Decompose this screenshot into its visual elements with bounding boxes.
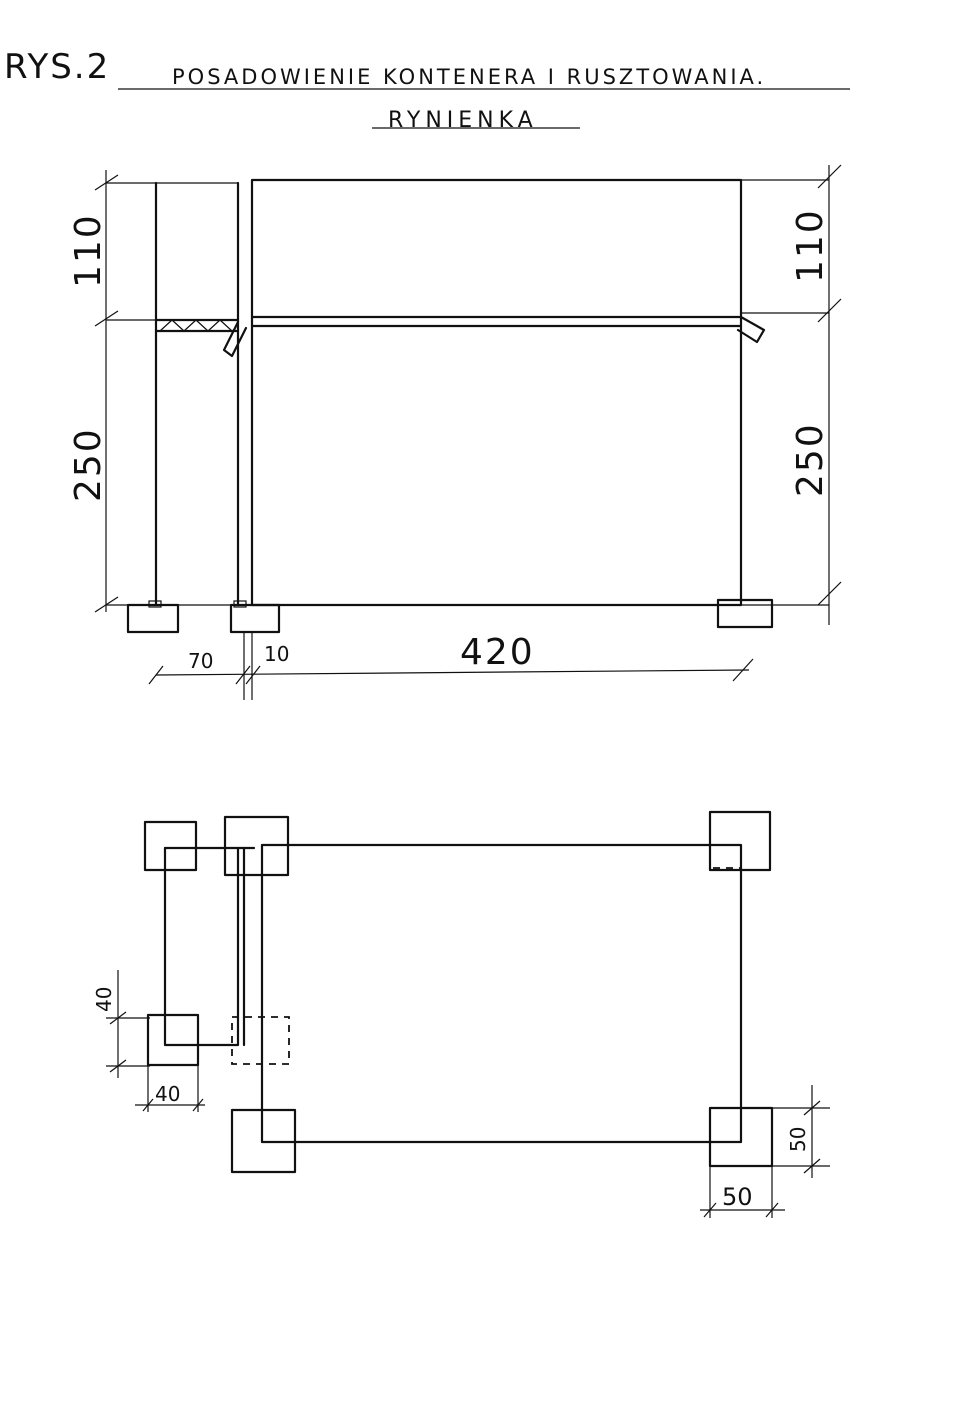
- figure-label: RYS.2: [4, 47, 110, 87]
- corner-vertical-tick-2: [803, 1158, 821, 1174]
- right-tick-bottom: [817, 581, 842, 606]
- right-tick-top: [817, 164, 842, 189]
- height-top-left-label: 110: [68, 213, 109, 288]
- bottom-tick-1: [148, 665, 164, 685]
- width-gap-label: 10: [264, 642, 289, 666]
- footing-horizontal-tick-2: [192, 1098, 204, 1112]
- corner-horizontal-label: 50: [722, 1183, 753, 1211]
- base-plate-right: [233, 600, 247, 608]
- footing-vertical-tick-2: [109, 1059, 127, 1073]
- corner-horizontal-tick-1: [703, 1202, 717, 1218]
- footing-plan-4: [708, 810, 772, 872]
- height-bottom-left-label: 250: [68, 427, 109, 502]
- corner-horizontal-tick-2: [765, 1202, 779, 1218]
- height-bottom-right-label: 250: [790, 422, 831, 497]
- bottom-dimension-line: [155, 669, 750, 676]
- drawing-subtitle: RYNIENKA: [388, 108, 538, 133]
- footing-plan-dashed-2: [709, 845, 741, 869]
- scaffold-platform-truss: [159, 319, 233, 332]
- right-tick-mid: [817, 298, 842, 323]
- width-main-label: 420: [460, 632, 535, 673]
- width-left-label: 70: [188, 649, 213, 673]
- gutter-left: [222, 320, 248, 358]
- footing-vertical-tick-1: [109, 1011, 127, 1025]
- footing-scaffold-left: [126, 603, 180, 634]
- footing-container-right: [716, 598, 774, 629]
- drawing-title: POSADOWIENIE KONTENERA I RUSZTOWANIA.: [172, 65, 766, 89]
- bottom-tick-2: [235, 665, 251, 685]
- container-plan-outline: [260, 843, 743, 1144]
- base-plate-left: [148, 600, 162, 608]
- plan-view: 40 40 50 50: [92, 810, 830, 1218]
- elevation-view: 110 250 110 250: [68, 164, 842, 700]
- footing-plan-1: [143, 820, 198, 872]
- footing-vertical-label: 40: [92, 987, 116, 1012]
- bottom-tick-4: [732, 658, 754, 682]
- left-tick-mid: [94, 310, 119, 327]
- footing-horizontal-label: 40: [155, 1082, 180, 1106]
- corner-vertical-tick-1: [803, 1100, 821, 1116]
- footing-horizontal-tick-1: [142, 1098, 154, 1112]
- footing-plan-3: [146, 1013, 200, 1067]
- footing-plan-dashed-3: [262, 1109, 296, 1142]
- bottom-tick-3: [245, 665, 261, 685]
- corner-vertical-label: 50: [786, 1127, 810, 1152]
- footing-plan-2: [223, 815, 290, 877]
- footing-scaffold-right: [229, 603, 281, 634]
- container-body: [250, 178, 743, 607]
- footing-plan-dashed-1: [231, 1016, 290, 1065]
- gutter-right: [736, 315, 766, 344]
- footing-plan-dashed-4: [709, 1107, 741, 1142]
- height-top-right-label: 110: [790, 208, 831, 283]
